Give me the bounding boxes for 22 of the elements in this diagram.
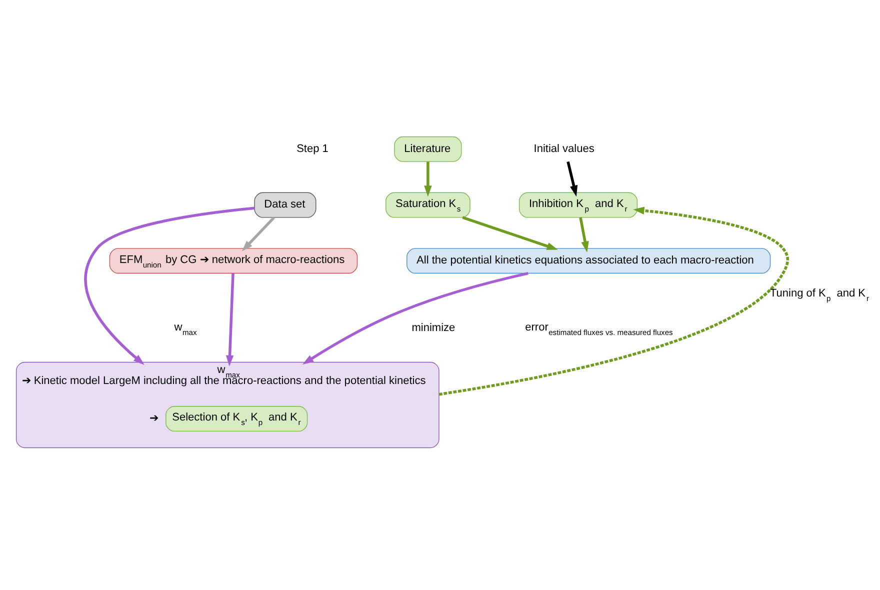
arrow [424,162,432,197]
arrow [462,216,558,250]
arrow [84,206,255,365]
node-box: Saturation K$_{s}$ [386,192,470,218]
label: minimize [412,322,456,334]
node-label: ➔ [149,412,158,424]
node-box: All the potential kinetics equations associated to each macro-reaction [406,248,771,274]
node-box: Data set [254,192,316,218]
label: w$_{max}$ [174,321,197,337]
label: Step 1 [296,142,328,155]
arrow [566,161,578,197]
arrow [579,217,589,252]
node-box: Inhibition K$_{p}$ and K$_{r}$ [518,192,638,218]
arrow [438,206,789,396]
arrow [226,273,234,366]
label: error$_{estimated fluxes vs. measured fluxes}$ [525,321,673,337]
node-text: Initial values [534,142,594,155]
arrow [302,272,528,364]
arrow [242,216,275,252]
node-box: EFM$_{union}$ by CG ➔ network of macro-reactions [109,248,358,274]
node-box: Literature [394,136,462,162]
edge-label: Tuning of K$_{p}$ and K$_{r}$ [770,288,869,304]
